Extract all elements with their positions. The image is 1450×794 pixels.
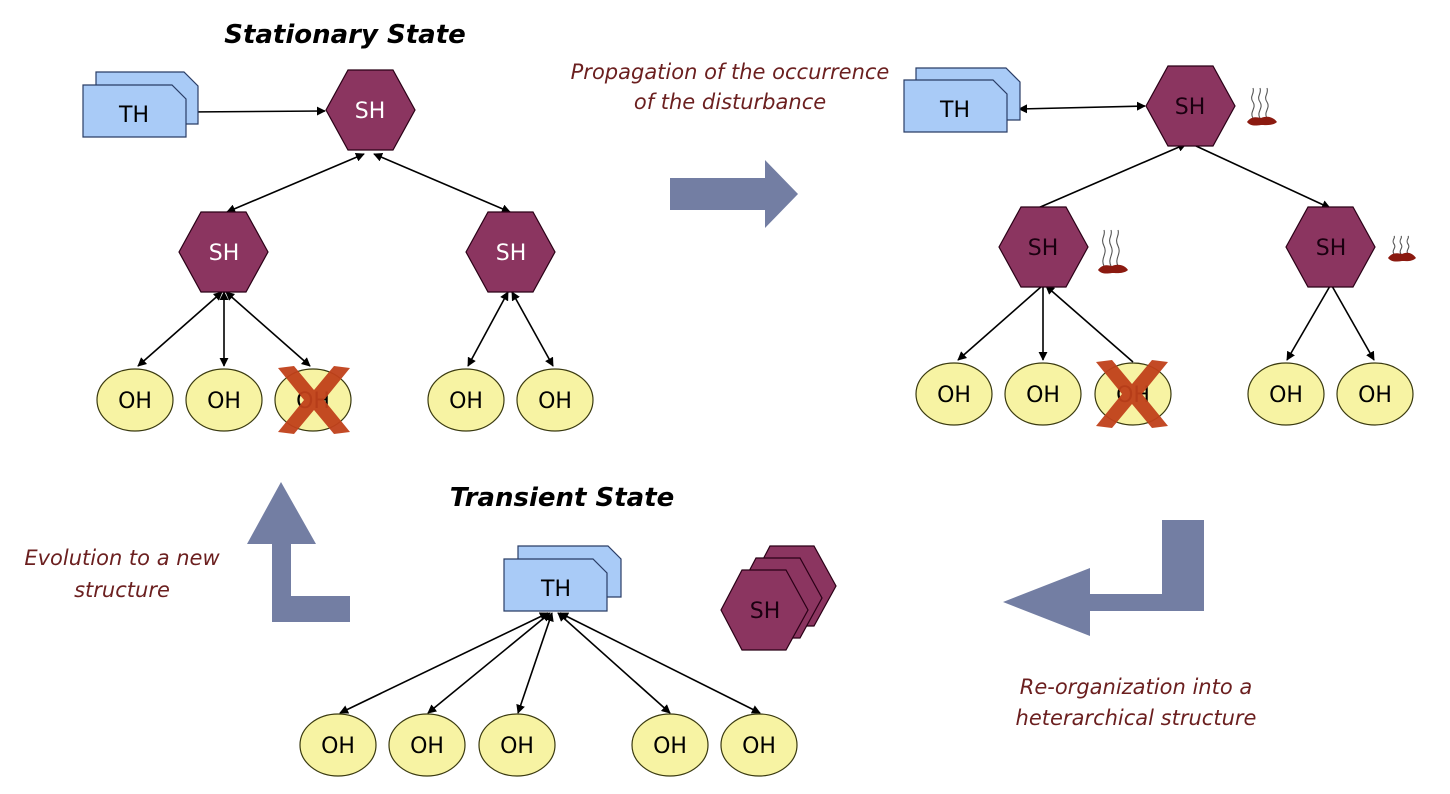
sh-holon-stack: SH <box>720 545 837 651</box>
propagation-caption: Propagation of the occurrence of the dis… <box>571 60 890 114</box>
link-right-oh4 <box>467 291 509 367</box>
smoke-icon <box>1247 87 1277 126</box>
oh-label: OH <box>500 734 534 759</box>
oh-holon-3-failed: OH <box>274 366 352 434</box>
th-holon: TH <box>82 71 199 138</box>
reorganization-caption: Re-organization into a heterarchical str… <box>1016 675 1257 730</box>
link-th-oh1 <box>339 612 549 714</box>
oh-label: OH <box>410 734 444 759</box>
oh-holon-1: OH <box>915 362 993 426</box>
link-left-oh1 <box>137 291 223 367</box>
sh-holon-left: SH <box>178 211 269 293</box>
oh-label: OH <box>937 383 971 408</box>
link-sh-left <box>226 153 365 213</box>
oh-label: OH <box>538 389 572 414</box>
down-left-flow-arrow <box>1003 520 1204 636</box>
oh-label: OH <box>1269 383 1303 408</box>
oh-holon-4: OH <box>631 713 709 777</box>
link-right-oh4 <box>1286 285 1331 361</box>
link-oh3-to-left <box>1045 285 1134 363</box>
transient-state-panel: TH SH OH OH OH OH OH <box>299 545 837 777</box>
sh-front <box>720 569 809 651</box>
propagation-caption-line1: Propagation of the occurrence <box>571 60 890 84</box>
th-label: TH <box>540 577 571 602</box>
link-th-oh5 <box>559 612 761 714</box>
oh-holon-4: OH <box>427 368 505 432</box>
oh-holon-5: OH <box>516 368 594 432</box>
th-label: TH <box>939 98 970 123</box>
oh-label: OH <box>653 734 687 759</box>
oh-holon-2: OH <box>1004 362 1082 426</box>
oh-holon-3-failed: OH <box>1094 360 1172 428</box>
th-front-card <box>903 79 1008 133</box>
transient-state-title: Transient State <box>450 483 675 513</box>
oh-holon-2: OH <box>185 368 263 432</box>
red-x-icon <box>1096 360 1168 428</box>
th-front-card <box>503 558 608 612</box>
evolution-caption-line2: structure <box>74 578 170 602</box>
link-sh-right <box>373 153 511 213</box>
th-label: TH <box>118 103 149 128</box>
link-left-oh1 <box>957 285 1043 361</box>
link-right-oh5 <box>511 291 554 367</box>
oh-holon-2: OH <box>388 713 466 777</box>
link-th-oh2 <box>427 612 551 714</box>
oh-label: OH <box>118 389 152 414</box>
propagation-panel: TH SH SH SH <box>903 65 1416 428</box>
link-th-oh4 <box>557 612 671 714</box>
reorganization-caption-line2: heterarchical structure <box>1016 706 1257 730</box>
oh-holon-1: OH <box>299 713 377 777</box>
smoke-icon <box>1098 229 1128 274</box>
sh-holon-top: SH <box>325 69 416 151</box>
sh-label: SH <box>209 241 240 266</box>
link-th-oh3 <box>516 612 554 714</box>
evolution-caption-line1: Evolution to a new <box>24 546 220 570</box>
link-th-sh <box>1018 101 1146 114</box>
right-flow-arrow <box>670 160 798 228</box>
oh-holon-5: OH <box>1336 362 1414 426</box>
oh-label: OH <box>1026 383 1060 408</box>
oh-label: OH <box>742 734 776 759</box>
sh-label: SH <box>750 599 781 624</box>
sh-holon-right: SH <box>465 211 556 293</box>
th-front-card <box>82 84 187 138</box>
oh-label: OH <box>207 389 241 414</box>
oh-holon-1: OH <box>96 368 174 432</box>
oh-holon-3: OH <box>478 713 556 777</box>
link-left-oh3 <box>225 291 311 367</box>
propagation-caption-line2: of the disturbance <box>634 90 826 114</box>
sh-holon-top: SH <box>1145 65 1236 147</box>
link-right-oh5 <box>1331 285 1375 361</box>
sh-label: SH <box>1316 236 1347 261</box>
red-x-icon <box>278 366 350 434</box>
stationary-state-title: Stationary State <box>224 20 466 50</box>
th-holon: TH <box>903 67 1021 133</box>
sh-holon-right: SH <box>1285 206 1376 288</box>
sh-label: SH <box>1175 95 1206 120</box>
oh-holon-5: OH <box>720 713 798 777</box>
th-holon: TH <box>503 545 622 612</box>
sh-label: SH <box>355 99 386 124</box>
link-sh-left-to-top <box>1037 143 1187 209</box>
oh-holon-4: OH <box>1247 362 1325 426</box>
smoke-icon <box>1388 235 1416 262</box>
stationary-state-panel: TH SH SH SH OH OH OH <box>82 69 594 434</box>
up-flow-arrow <box>247 482 350 622</box>
reorganization-caption-line1: Re-organization into a <box>1020 675 1252 699</box>
sh-label: SH <box>1028 236 1059 261</box>
link-top-to-sh-right <box>1195 145 1331 209</box>
oh-label: OH <box>321 734 355 759</box>
link-th-sh <box>185 106 326 117</box>
oh-label: OH <box>1358 383 1392 408</box>
sh-holon-left: SH <box>998 206 1089 288</box>
oh-label: OH <box>449 389 483 414</box>
sh-label: SH <box>496 241 527 266</box>
evolution-caption: Evolution to a new structure <box>24 546 220 602</box>
